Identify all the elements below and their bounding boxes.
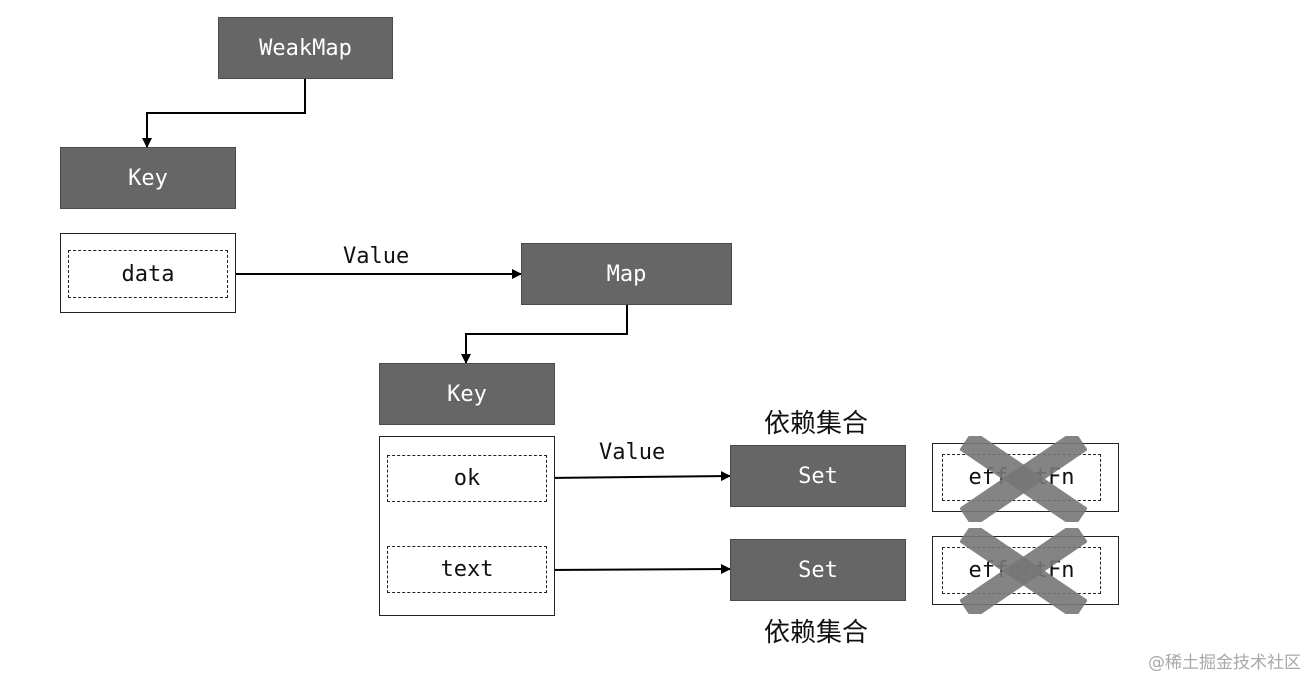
edge-map-to-key <box>461 305 628 364</box>
removed-cross-icon-2 <box>960 528 1087 614</box>
map-label: Map <box>606 261 647 287</box>
key-label-1: Key <box>128 165 168 191</box>
watermark: @稀土掘金技术社区 <box>1148 653 1301 673</box>
key-box-1: Key <box>60 147 236 209</box>
data-label: data <box>121 261 175 287</box>
set-box-2: Set <box>730 539 906 601</box>
set-caption-2: 依赖集合 <box>764 618 869 648</box>
weakmap-label: WeakMap <box>259 35 352 61</box>
removed-cross-icon-1 <box>960 436 1087 522</box>
data-entry: data <box>68 250 228 298</box>
edge-ok-to-set <box>545 471 731 482</box>
map-box: Map <box>521 243 732 305</box>
edge-label-value-2: Value <box>599 440 666 465</box>
set-label-1: Set <box>798 463 838 489</box>
edge-label-value-1: Value <box>343 244 410 269</box>
set-label-2: Set <box>798 557 838 583</box>
ok-entry: ok <box>387 455 547 502</box>
set-box-1: Set <box>730 445 906 507</box>
edge-text-to-set <box>545 564 731 575</box>
set-caption-1: 依赖集合 <box>764 409 869 439</box>
weakmap-box: WeakMap <box>218 17 393 79</box>
edge-weakmap-to-key <box>142 79 306 148</box>
text-entry: text <box>387 546 547 593</box>
ok-label: ok <box>453 466 481 491</box>
text-label: text <box>440 557 494 582</box>
key-label-2: Key <box>447 381 487 407</box>
key-box-2: Key <box>379 363 555 425</box>
